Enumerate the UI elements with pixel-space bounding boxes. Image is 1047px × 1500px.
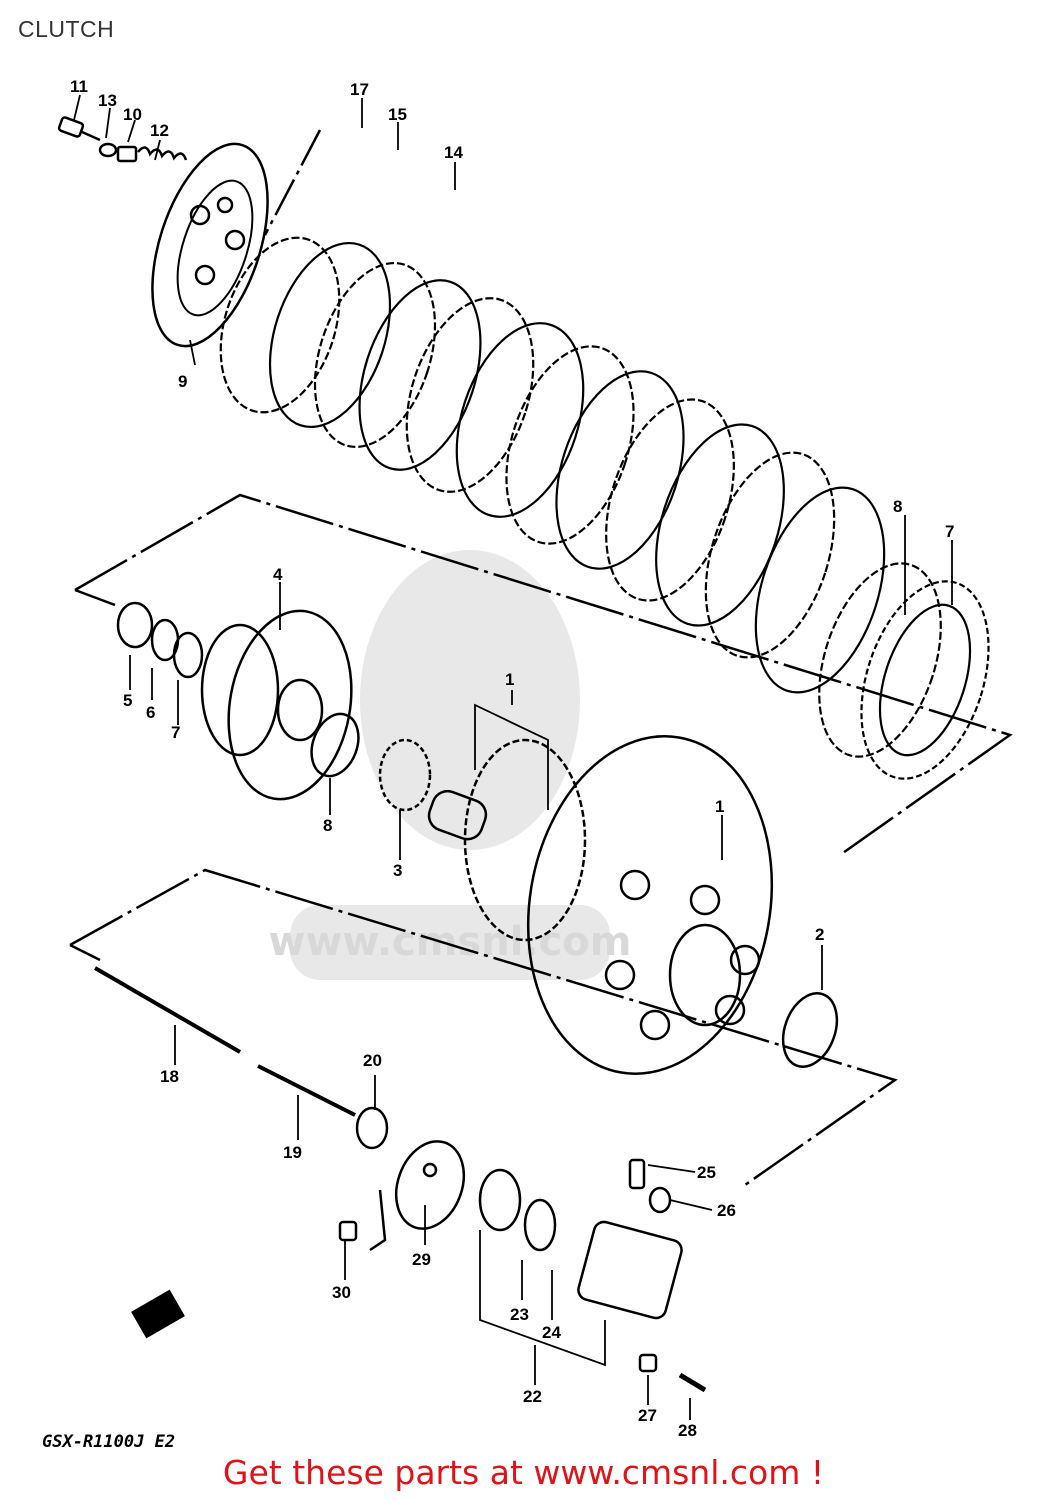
watermark-text: www.cmsnl.com [269, 919, 632, 965]
callout-27: 26 [717, 1201, 736, 1220]
callout-19: 17 [350, 80, 369, 99]
promo-link[interactable]: Get these parts at www.cmsnl.com ! [222, 1453, 825, 1492]
callout-2: 2 [815, 925, 824, 944]
callout-30: 29 [412, 1250, 431, 1269]
page-title: CLUTCH [18, 16, 115, 42]
callout-26: 25 [697, 1163, 716, 1182]
callout-20: 18 [160, 1067, 179, 1086]
clutch-sleeve-hub [200, 609, 353, 801]
primary-driven-gear [463, 735, 774, 1075]
callout-9: 7 [945, 522, 954, 541]
callout-8b: 8 [323, 816, 332, 835]
callout-1-a: 1 [505, 670, 514, 689]
callout-25: 24 [542, 1323, 561, 1342]
needle-bearing [378, 738, 432, 812]
watermark: www.cmsnl.com [269, 550, 632, 980]
callout-4: 4 [273, 565, 283, 584]
guide-box-lower [69, 868, 898, 1187]
guide-box-hub-left [74, 588, 116, 607]
callout-7b: 7 [171, 723, 180, 742]
spacer [427, 789, 488, 841]
push-rod-left [257, 1064, 356, 1117]
hub-nut-washers [116, 601, 204, 679]
callout-14: 11 [70, 77, 88, 96]
callout-10: 8 [893, 497, 902, 516]
guide-line-top [263, 129, 322, 236]
thrust-washer [310, 712, 360, 778]
callout-23: 22 [523, 1387, 542, 1406]
leader-lines [73, 94, 953, 1420]
callout-3: 3 [393, 861, 402, 880]
callout-11: 9 [178, 372, 187, 391]
clutch-plate-stack [219, 236, 990, 780]
callout-5: 5 [123, 691, 132, 710]
callout-31: 30 [332, 1283, 351, 1302]
callout-22: 20 [363, 1051, 382, 1070]
callout-12: 10 [123, 105, 142, 124]
front-arrow-icon [131, 1289, 185, 1339]
release-cylinder [338, 1140, 707, 1393]
callout-17: 14 [444, 143, 463, 162]
model-code: GSX-R1100J E2 [42, 1432, 176, 1452]
push-rod-right [93, 966, 242, 1054]
guide-box-hub [74, 493, 1013, 857]
pressure-bolt-set [57, 116, 188, 163]
callout-24: 23 [510, 1305, 529, 1324]
callout-1-b: 1 [715, 797, 724, 816]
callout-18: 15 [388, 105, 407, 124]
callout-6: 6 [146, 703, 155, 722]
callout-29: 28 [678, 1421, 697, 1440]
callout-labels: 11 13 10 12 17 15 14 9 8 7 4 5 6 7 7 10 … [70, 77, 954, 1440]
callout-13: 12 [150, 121, 169, 140]
callout-28: 27 [638, 1406, 657, 1425]
callout-21: 19 [283, 1143, 302, 1162]
push-piece [355, 1106, 389, 1150]
guide-box-lower-left [69, 943, 101, 962]
callout-15: 13 [98, 91, 117, 110]
pressure-plate [151, 142, 269, 348]
gear-thrust-washer [781, 992, 839, 1068]
